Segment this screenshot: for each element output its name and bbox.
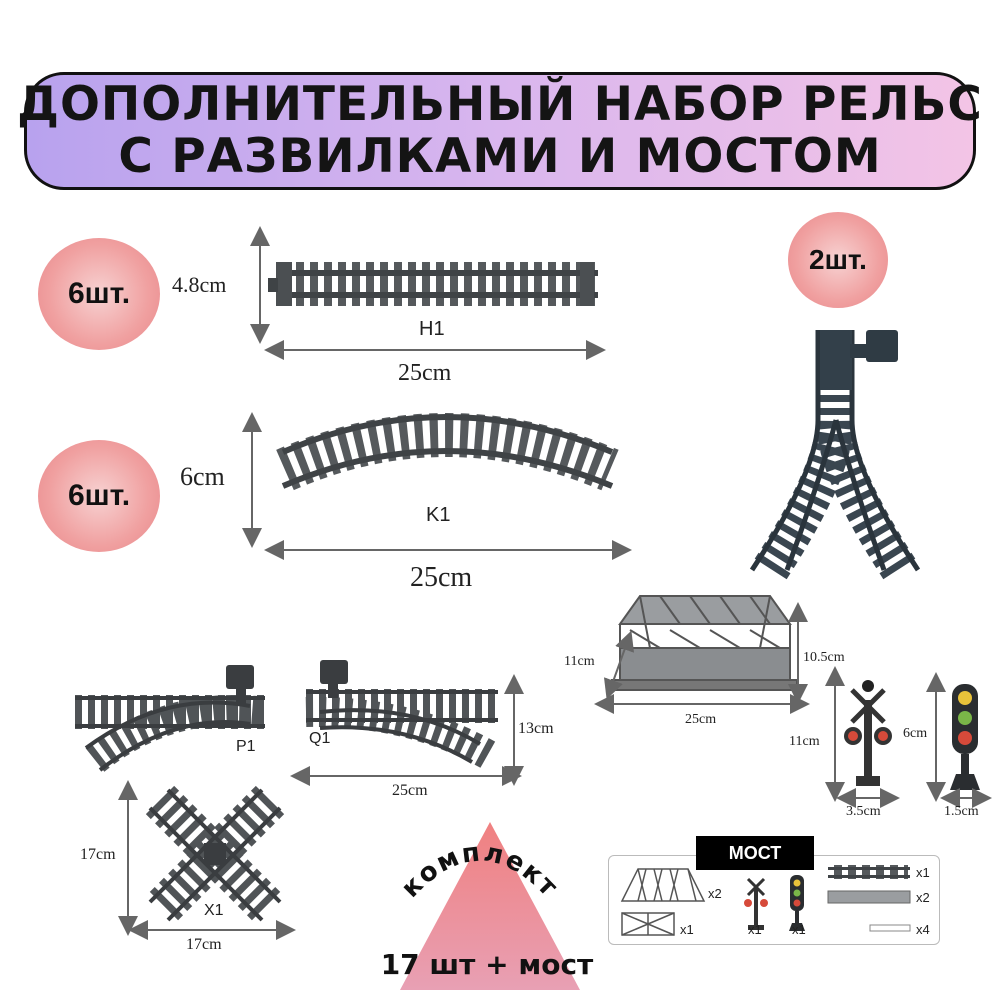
switch-p1 (75, 665, 267, 772)
y-switch-track (749, 330, 921, 581)
traffic-light (950, 684, 980, 790)
curved-height-label: 6cm (180, 462, 225, 491)
bridge-depth-arrow (603, 630, 635, 700)
switch-height-label: 13cm (518, 720, 554, 737)
straight-rail-h1 (268, 262, 598, 306)
switch-right-code: Q1 (309, 730, 331, 747)
title-banner: ДОПОЛНИТЕЛЬНЫЙ НАБОР РЕЛЬС С РАЗВИЛКАМИ … (17, 72, 982, 190)
kit-total: 17 шт + мост (380, 948, 594, 981)
legend-signal-icon (744, 877, 768, 930)
crossing-signal (844, 680, 892, 786)
straight-qty-text: 6шт. (67, 277, 131, 310)
bridge-depth-label: 11cm (564, 654, 595, 669)
straight-length-label: 25cm (398, 360, 452, 386)
switch-qty-badge: 2шт. (788, 212, 888, 308)
bridge-length-label: 25cm (685, 712, 717, 727)
straight-height-label: 4.8cm (172, 272, 227, 297)
legend-plank-icon (869, 924, 911, 932)
switch-length-label: 25cm (392, 782, 428, 799)
light-width-label: 1.5cm (944, 804, 979, 819)
legend-rail-icon (828, 865, 910, 879)
cross-x1 (145, 785, 285, 925)
cross-height-label: 17cm (80, 846, 116, 863)
bridge-drawing (611, 595, 798, 691)
legend-plank-qty: x4 (916, 922, 930, 937)
curved-qty-badge: 6шт. (38, 440, 160, 552)
legend-light-icon (789, 875, 805, 931)
legend-light-qty: x1 (792, 922, 806, 937)
cross-code-label: X1 (204, 902, 224, 919)
bridge-height-label: 10.5cm (803, 650, 845, 665)
switch-q1 (305, 660, 498, 770)
signal-width-label: 3.5cm (846, 804, 881, 819)
signal-height-label: 11cm (789, 734, 820, 749)
legend-deck-icon (827, 890, 911, 904)
switch-left-code: P1 (236, 738, 256, 755)
straight-code-label: H1 (419, 318, 445, 340)
straight-qty-badge: 6шт. (38, 238, 160, 350)
legend-deck-qty: x2 (916, 890, 930, 905)
cross-width-label: 17cm (186, 936, 222, 953)
kit-triangle (400, 822, 580, 990)
legend-bridge-side-icon (621, 912, 675, 936)
bridge-contents-tag: МОСТ (696, 836, 814, 870)
legend-rail-qty: x1 (916, 865, 930, 880)
light-height-label: 6cm (903, 726, 928, 741)
title-line-2: С РАЗВИЛКАМИ И МОСТОМ (118, 129, 882, 184)
legend-bridge-top-icon (620, 868, 706, 902)
legend-icons (620, 865, 911, 936)
curved-qty-text: 6шт. (67, 479, 131, 512)
legend-signal-qty: x1 (748, 922, 762, 937)
curved-rail-k1 (276, 413, 619, 491)
legend-bridge-side-qty: x1 (680, 922, 694, 937)
curved-code-label: K1 (426, 504, 451, 526)
curved-length-label: 25cm (410, 562, 473, 593)
title-line-1: ДОПОЛНИТЕЛЬНЫЙ НАБОР РЕЛЬС (17, 77, 983, 132)
switch-qty-text: 2шт. (809, 244, 867, 275)
legend-bridge-top-qty: x2 (708, 886, 722, 901)
